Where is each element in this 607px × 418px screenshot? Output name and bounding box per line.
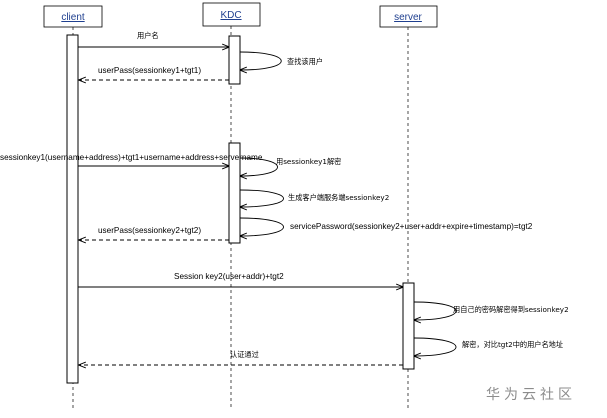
message-service-password: servicePassword(sessionkey2+user+addr+ex… <box>240 217 533 236</box>
message-userpass1-label: userPass(sessionkey1+tgt1) <box>98 66 201 75</box>
message-generate-sessionkey2-label: 生成客户端服务端sessionkey2 <box>288 193 389 202</box>
message-compare-tgt2-arrow <box>414 337 457 356</box>
message-lookup-user-label: 查找该用户 <box>287 57 323 66</box>
participant-client: client <box>43 5 103 28</box>
message-userpass1: userPass(sessionkey1+tgt1) <box>79 66 229 80</box>
message-decrypt-own-password-arrow <box>414 301 457 320</box>
participant-kdc-label: KDC <box>220 10 241 21</box>
message-generate-sessionkey2-arrow <box>240 189 284 207</box>
message-decrypt-own-password: 用自己的密码解密得到sessionkey2 <box>414 301 569 320</box>
message-userpass2: userPass(sessionkey2+tgt2) <box>79 226 229 240</box>
message-service-password-label: servicePassword(sessionkey2+user+addr+ex… <box>290 222 533 231</box>
message-compare-tgt2: 解密，对比tgt2中的用户名地址 <box>414 337 563 356</box>
message-session-key2: Session key2(user+addr)+tgt2 <box>78 272 403 287</box>
activation-client <box>66 34 79 384</box>
message-request-label: sessionkey1(username+address)+tgt1+usern… <box>0 153 263 162</box>
activation-kdc-2 <box>228 142 241 244</box>
watermark-text: 华为云社区 <box>486 387 576 403</box>
participant-server: server <box>379 5 438 28</box>
message-userpass2-label: userPass(sessionkey2+tgt2) <box>98 226 201 235</box>
message-auth-pass: 认证通过 <box>79 350 403 365</box>
message-decrypt-sessionkey1: 用sessionkey1解密 <box>240 157 341 176</box>
participant-kdc: KDC <box>202 2 261 27</box>
message-compare-tgt2-label: 解密，对比tgt2中的用户名地址 <box>462 340 563 349</box>
message-auth-pass-label: 认证通过 <box>230 350 259 359</box>
participant-client-label: client <box>61 12 85 23</box>
participant-server-box <box>379 5 438 28</box>
message-service-password-arrow <box>240 217 284 236</box>
activation-server <box>402 282 415 370</box>
message-decrypt-own-password-label: 用自己的密码解密得到sessionkey2 <box>453 305 569 314</box>
message-request: sessionkey1(username+address)+tgt1+usern… <box>0 153 263 166</box>
message-session-key2-label: Session key2(user+addr)+tgt2 <box>174 272 284 281</box>
message-decrypt-sessionkey1-label: 用sessionkey1解密 <box>276 157 341 166</box>
message-generate-sessionkey2: 生成客户端服务端sessionkey2 <box>240 189 389 207</box>
message-lookup-user: 查找该用户 <box>240 51 323 70</box>
participant-server-label: server <box>394 12 422 23</box>
message-decrypt-sessionkey1-arrow <box>240 157 278 176</box>
message-username: 用户名 <box>78 31 229 47</box>
message-lookup-user-arrow <box>240 51 282 70</box>
message-username-label: 用户名 <box>137 31 159 40</box>
participant-kdc-box <box>202 2 261 27</box>
activation-kdc-1 <box>228 35 241 85</box>
